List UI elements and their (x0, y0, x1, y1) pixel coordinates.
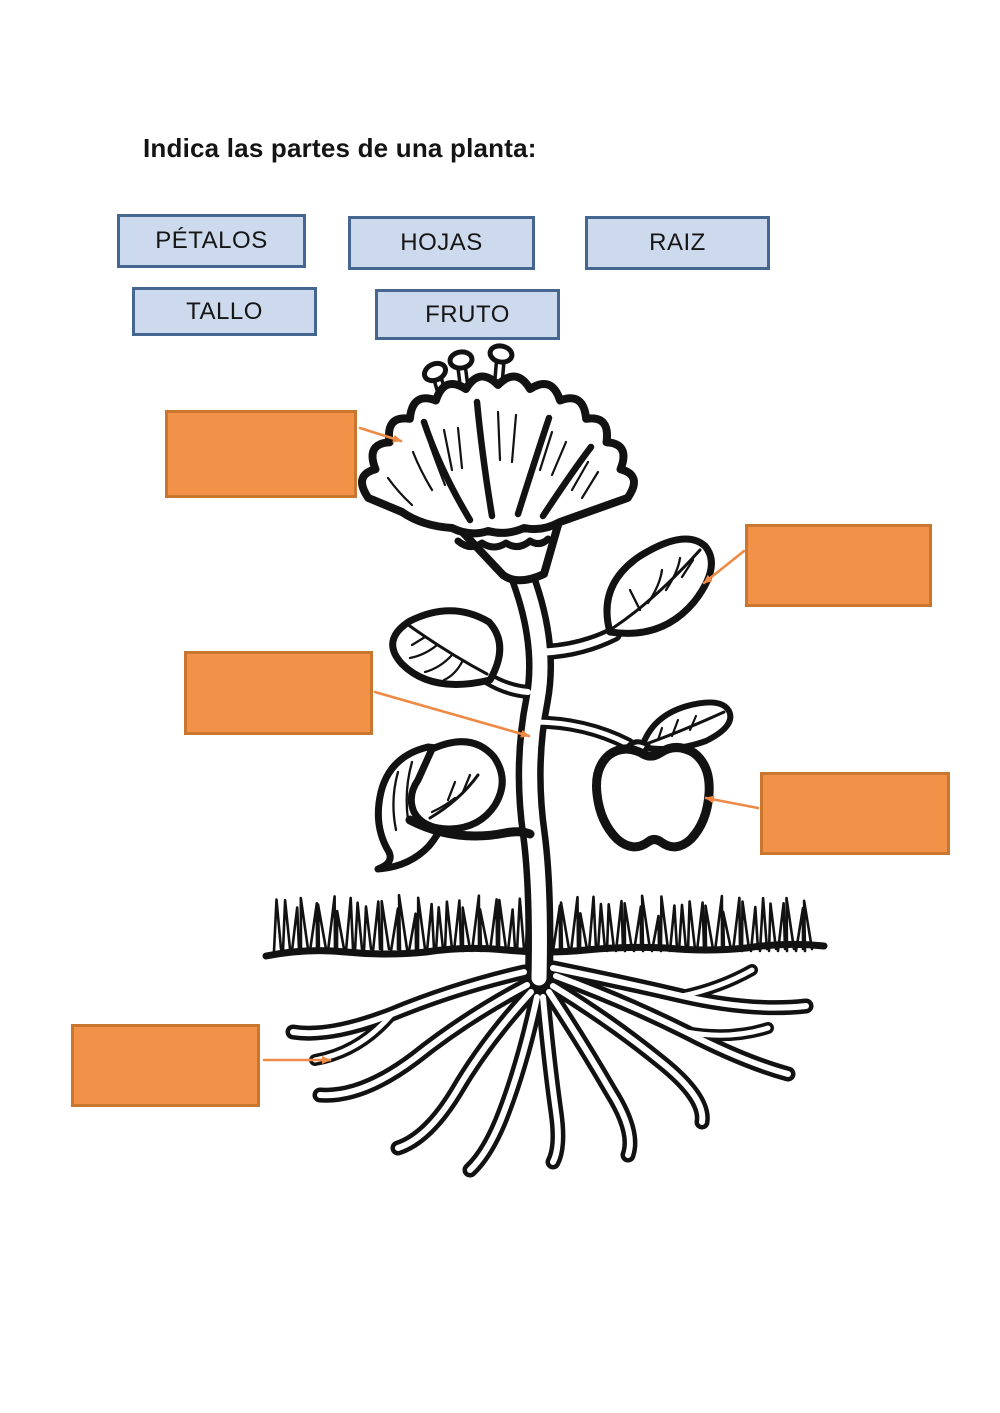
answer-box-petals[interactable] (165, 410, 357, 498)
answer-box-leaf[interactable] (745, 524, 932, 607)
word-label: RAIZ (649, 229, 706, 256)
pointer-arrows (262, 426, 760, 1064)
word-bank-item-petalos[interactable]: PÉTALOS (117, 214, 306, 268)
word-label: TALLO (186, 297, 263, 325)
arrow-to-flower (358, 426, 403, 443)
word-label: HOJAS (400, 229, 483, 256)
leaf-middle-left-drawing (389, 607, 504, 688)
word-bank-item-tallo[interactable]: TALLO (132, 287, 317, 336)
leaf-upper-right-drawing (603, 535, 715, 637)
arrow-to-fruit (704, 795, 760, 810)
word-label: FRUTO (425, 300, 510, 328)
answer-box-fruit[interactable] (760, 772, 950, 855)
word-bank-item-raiz[interactable]: RAIZ (585, 216, 770, 270)
answer-box-stem[interactable] (184, 651, 373, 735)
page-title: Indica las partes de una planta: (143, 133, 537, 163)
leaf-lower-left-drawing (374, 738, 535, 873)
arrow-to-stem (373, 690, 531, 738)
answer-box-roots[interactable] (71, 1024, 260, 1107)
word-bank-item-fruto[interactable]: FRUTO (375, 289, 560, 340)
word-bank-item-hojas[interactable]: HOJAS (348, 216, 535, 270)
word-label: PÉTALOS (155, 227, 268, 254)
flower-drawing (358, 343, 638, 585)
fruit-drawing (592, 699, 734, 852)
arrow-to-leaf (702, 549, 746, 585)
